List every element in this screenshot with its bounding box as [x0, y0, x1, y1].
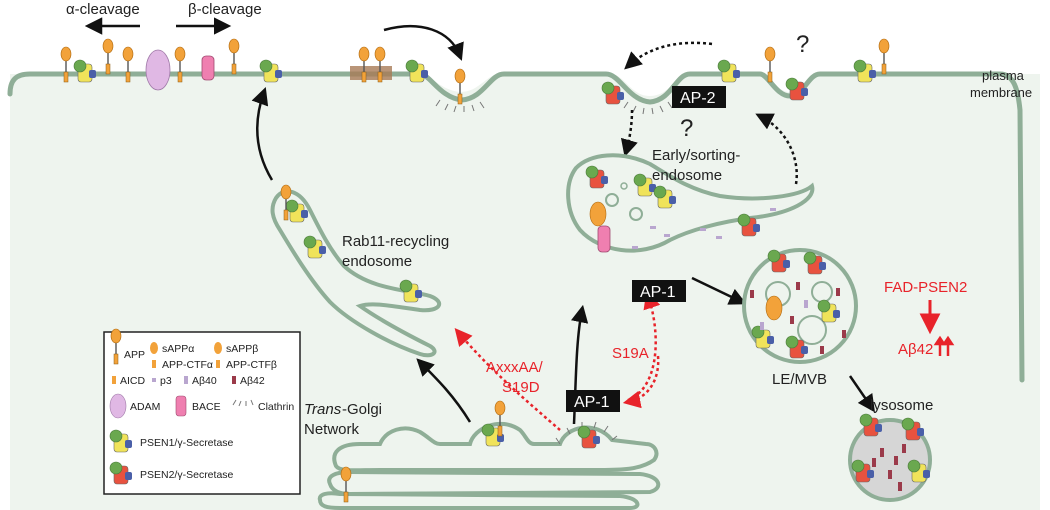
- clathrin-coat-pit1: [435, 99, 485, 113]
- ap2-box: [672, 86, 726, 108]
- legend-app-ctf-alpha: APP-CTFα: [162, 359, 213, 371]
- fad-psen2-label: FAD-PSEN2: [884, 279, 967, 296]
- trans-golgi-network: [317, 421, 661, 510]
- endocytosis-arrow: [383, 25, 464, 61]
- s19a-label: S19A: [612, 345, 649, 362]
- ap1-upper-label: AP-1: [640, 284, 676, 301]
- plasma-membrane: [7, 71, 1025, 383]
- lysosome-label: lysosome: [870, 397, 933, 414]
- legend-psen2: PSEN2/γ-Secretase: [140, 469, 234, 481]
- rab11-label-line1: Rab11-recycling: [342, 233, 449, 250]
- legend-p3: p3: [160, 375, 172, 387]
- rab11-label-line2: endosome: [342, 253, 412, 270]
- tgn-clathrin: [555, 421, 618, 445]
- dotted-arrow-up-from-endosome: [755, 113, 798, 185]
- axxxaa-label-line2: S19D: [502, 379, 540, 396]
- question-mark-ap2: ?: [680, 115, 693, 142]
- le-mvb: [742, 248, 858, 364]
- legend-sapp-beta: sAPPβ: [226, 343, 258, 355]
- legend-app-ctf-beta: APP-CTFβ: [226, 359, 277, 371]
- le-mvb-label: LE/MVB: [772, 371, 827, 388]
- ap2-label: AP-2: [680, 90, 716, 107]
- ap1-upper-box: [632, 280, 686, 302]
- legend-abeta42: Aβ42: [240, 375, 265, 387]
- lysosome: [848, 413, 932, 502]
- tgn-label-network: Network: [304, 421, 360, 438]
- tgn-label-golgi: -Golgi: [342, 401, 382, 418]
- axxxaa-s19d-arrow: [454, 327, 561, 431]
- dotted-arrow-to-ap2: [624, 41, 713, 70]
- alpha-cleavage-label: α-cleavage: [66, 1, 140, 18]
- rab11-recycling-endosome: [270, 189, 442, 358]
- endosome-bace: [597, 225, 611, 253]
- endosome-abeta: [632, 208, 776, 249]
- abeta42-increase-label: Aβ42: [898, 341, 933, 358]
- legend-psen1: PSEN1/γ-Secretase: [140, 437, 234, 449]
- legend-abeta40: Aβ40: [192, 375, 217, 387]
- ap1-lower-box: [566, 390, 620, 412]
- axxxaa-label-line1: AxxxAA/: [486, 359, 544, 376]
- legend-sapp-alpha: sAPPα: [162, 343, 194, 355]
- s19a-arrow-return: [622, 355, 660, 409]
- early-endosome-label-line2: endosome: [652, 167, 722, 184]
- tgn-to-recycling-arrow: [416, 358, 472, 423]
- plasma-membrane-label-line2: membrane: [970, 85, 1032, 100]
- early-endosome-label-line1: Early/sorting-: [652, 147, 740, 164]
- clathrin-coat-pit2: [623, 101, 673, 115]
- legend-clathrin: Clathrin: [258, 401, 294, 413]
- legend: APP sAPPα sAPPβ APP-CTFα APP-CTFβ AICD p…: [103, 328, 301, 495]
- legend-app: APP: [124, 349, 145, 361]
- recycling-to-membrane-arrow: [251, 87, 274, 181]
- early-endosome: [566, 153, 815, 253]
- legend-aicd: AICD: [120, 375, 146, 387]
- mvb-to-lysosome-arrow: [848, 375, 875, 413]
- s19a-arrow: [627, 291, 661, 402]
- plasma-membrane-label-line1: plasma: [982, 68, 1025, 83]
- tgn-label-trans: Trans: [304, 401, 342, 418]
- endosome-sapp: [589, 201, 607, 227]
- legend-bace: BACE: [192, 401, 221, 413]
- beta-cleavage-label: β-cleavage: [188, 1, 262, 18]
- dotted-arrow-down-to-endosome: [620, 109, 638, 158]
- legend-adam: ADAM: [130, 401, 160, 413]
- endosome-to-mvb-arrow: [691, 276, 747, 305]
- ap1-lower-label: AP-1: [574, 394, 610, 411]
- question-mark-surface: ?: [796, 31, 809, 58]
- membrane-proteins: [60, 38, 890, 105]
- double-up-arrow-icon: [933, 335, 955, 356]
